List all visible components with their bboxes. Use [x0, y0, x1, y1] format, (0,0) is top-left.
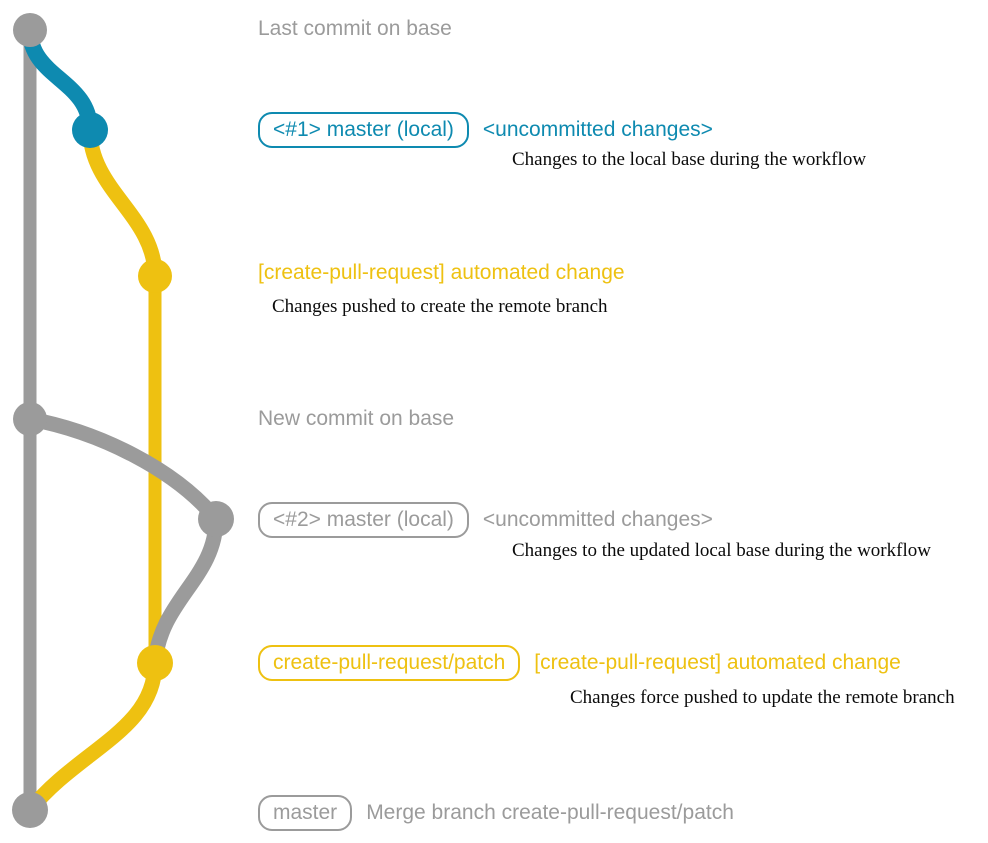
commit-row-patch-create: [create-pull-request] automated change	[258, 262, 625, 283]
commit-row-merge: master Merge branch create-pull-request/…	[258, 795, 734, 831]
commit-subject: [create-pull-request] automated change	[258, 261, 625, 284]
commit-description-local-2: Changes to the updated local base during…	[512, 540, 931, 561]
commit-row-last-commit-base: Last commit on base	[258, 18, 452, 39]
ref-badge-create-pull-request-patch[interactable]: create-pull-request/patch	[258, 645, 521, 681]
commit-row-new-commit-base: New commit on base	[258, 408, 454, 429]
commit-node-local-1[interactable]	[72, 112, 108, 148]
commit-description-local-1: Changes to the local base during the wor…	[512, 149, 867, 170]
ref-badge-master[interactable]: master	[258, 795, 353, 831]
commit-node-base-merge[interactable]	[12, 792, 48, 828]
commit-node-local-2[interactable]	[198, 501, 234, 537]
commit-subject: <uncommitted changes>	[482, 118, 713, 141]
commit-subject: <uncommitted changes>	[482, 508, 713, 531]
commit-subject: Merge branch create-pull-request/patch	[366, 801, 734, 824]
edge-gray-to-local2	[22, 411, 224, 527]
edge-gray-local2-to-patch	[147, 511, 224, 671]
commit-node-patch-update[interactable]	[137, 645, 173, 681]
commit-subject: [create-pull-request] automated change	[534, 651, 901, 674]
edge-yellow-to-merge	[22, 655, 163, 818]
commit-row-patch-update: create-pull-request/patch [create-pull-r…	[258, 645, 901, 681]
commit-node-patch-create[interactable]	[138, 259, 172, 293]
edge-yellow-from-local1	[82, 122, 163, 284]
commit-row-local-2: <#2> master (local) <uncommitted changes…	[258, 502, 713, 538]
commit-description-patch-update: Changes force pushed to update the remot…	[570, 687, 955, 708]
ref-badge-master-local-2[interactable]: <#2> master (local)	[258, 502, 469, 538]
commit-node-base-new[interactable]	[13, 402, 47, 436]
commit-subject: New commit on base	[258, 407, 455, 430]
commit-description-patch-create: Changes pushed to create the remote bran…	[272, 296, 608, 317]
commit-node-base-last[interactable]	[13, 13, 47, 47]
ref-badge-master-local-1[interactable]: <#1> master (local)	[258, 112, 469, 148]
commit-row-local-1: <#1> master (local) <uncommitted changes…	[258, 112, 713, 148]
commit-subject: Last commit on base	[258, 17, 452, 40]
